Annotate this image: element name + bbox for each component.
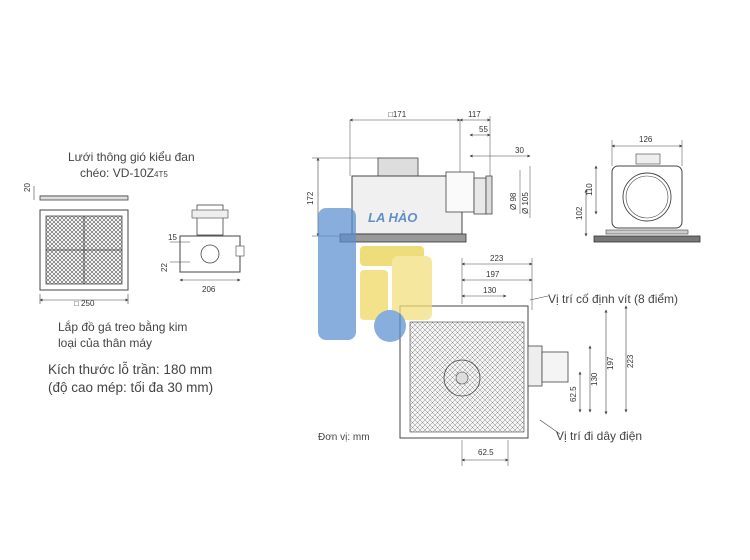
fan-side-elevation [312,116,531,243]
dim-height-172: 172 [306,191,315,205]
unit-note: Đơn vị: mm [318,432,370,443]
dim-grille-width: □ 250 [74,299,95,308]
dim-end-126: 126 [639,135,653,144]
grille-side-view [170,204,245,282]
dim-plan-223-side: 223 [626,354,635,368]
bracket-note-line1: Lắp đồ gá treo bằng kim [58,320,188,334]
fan-plan-view [399,258,628,466]
dim-side-206: 206 [202,285,216,294]
dim-plan-130-side: 130 [590,372,599,386]
ceiling-hole-note: Kích thước lỗ trần: 180 mm [48,362,213,377]
grille-note-line2: chéo: VD-10Z4T5 [80,166,168,180]
dim-plan-197-side: 197 [606,356,615,370]
watermark-text: LA HÀO [368,210,417,225]
dim-side-22: 22 [160,263,169,272]
dim-side-15: 15 [168,233,177,242]
grille-note-model: chéo: VD-10Z [80,166,155,180]
dim-top-55: 55 [479,125,488,134]
dim-dia-98: Ø 98 [509,192,518,210]
dim-dia-105: Ø 105 [521,192,530,214]
dim-grille-depth: 20 [23,183,32,192]
dim-plan-223-top: 223 [490,254,504,263]
dim-top-171: □171 [388,110,407,119]
dim-plan-62-5-side: 62.5 [569,386,578,402]
wiring-position-note: Vị trí đi dây điện [556,429,643,443]
grille-note-model-sub: 4T5 [154,170,168,179]
dim-end-102: 102 [575,206,584,220]
dim-plan-197-top: 197 [486,270,500,279]
dim-end-110: 110 [585,183,594,196]
bracket-note-line2: loại của thân máy [58,336,153,350]
edge-height-note: (độ cao mép: tối đa 30 mm) [48,380,214,395]
grille-front-view [33,186,129,304]
screw-position-note: Vị trí cố định vít (8 điểm) [548,292,679,306]
dim-top-117: 117 [468,110,481,119]
dim-plan-62-5-bottom: 62.5 [478,448,494,457]
dim-plan-130-top: 130 [483,286,497,295]
dim-top-30: 30 [515,146,524,155]
grille-note-line1: Lưới thông gió kiểu đan [68,150,195,164]
fan-end-view [584,140,701,243]
la-hao-watermark: LA HÀO [318,208,432,342]
